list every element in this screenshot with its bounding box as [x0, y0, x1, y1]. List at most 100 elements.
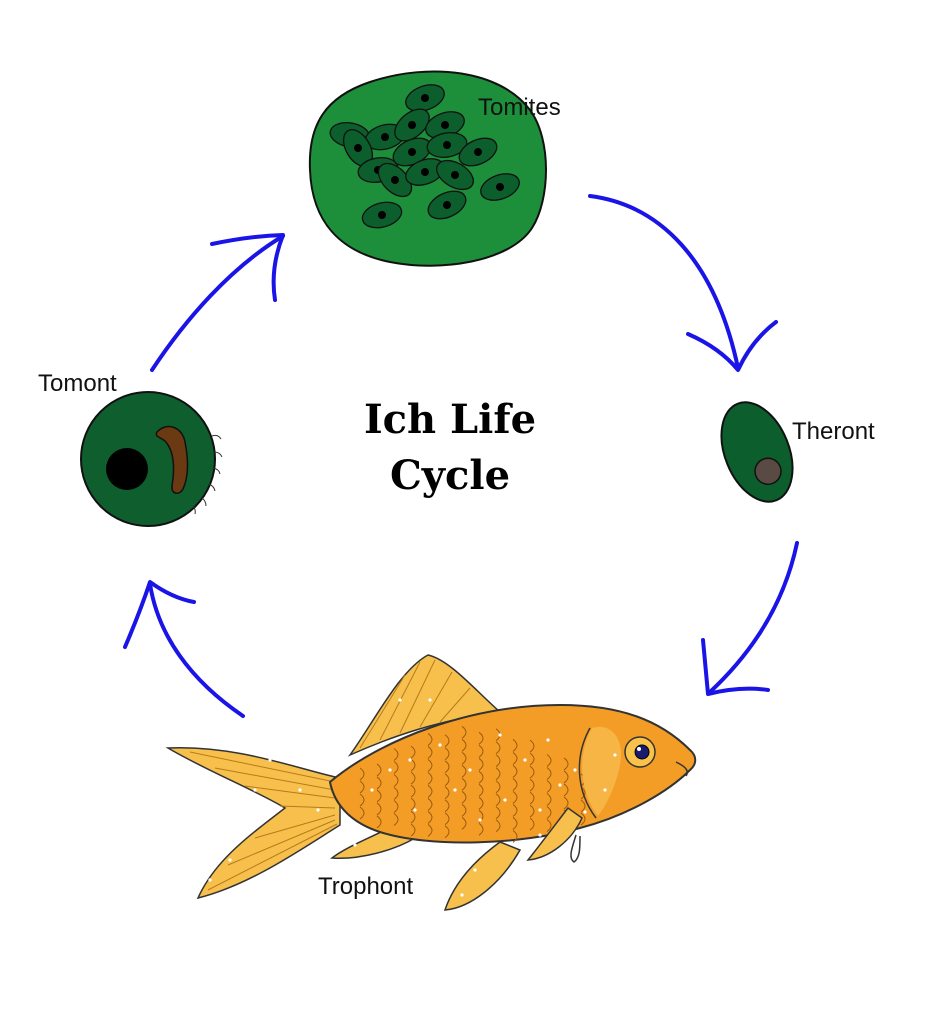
- fish-scale: [529, 765, 535, 779]
- ich-spot: [460, 893, 464, 897]
- fish-scale: [512, 830, 518, 843]
- fish-scale: [478, 783, 484, 797]
- fish-dorsal-fin: [347, 654, 502, 757]
- fish-scale: [410, 771, 416, 785]
- ich-spot: [573, 768, 577, 772]
- fish-scale: [512, 752, 518, 765]
- fish-scale: [495, 741, 501, 755]
- ich-spot: [538, 808, 542, 812]
- fish-scale: [376, 802, 382, 816]
- fish-scale: [546, 806, 552, 819]
- fish-scale: [512, 817, 518, 830]
- fish-scale: [427, 733, 433, 746]
- ich-spot: [583, 810, 587, 814]
- theront-label: Theront: [792, 418, 875, 445]
- fish-scale: [410, 797, 416, 811]
- arrowhead-tomites-to-theront: [686, 320, 778, 372]
- fish-scale: [410, 823, 416, 837]
- ich-spot: [268, 758, 272, 762]
- fish-scale: [427, 746, 433, 759]
- fish-scale: [563, 770, 569, 784]
- ich-spot: [413, 808, 417, 812]
- fish-scale: [461, 725, 467, 739]
- ich-spot: [613, 753, 617, 757]
- arrow-tomont-to-tomites: [150, 234, 285, 372]
- fish-scale: [461, 777, 467, 791]
- fish-scale: [444, 773, 450, 787]
- fish-scale: [478, 731, 484, 745]
- arrowhead-tomont-to-tomites: [210, 233, 285, 302]
- ich-spot: [503, 798, 507, 802]
- fish-pelvic-fin: [443, 841, 522, 911]
- ich-spot: [316, 808, 320, 812]
- fish-scale: [427, 772, 433, 785]
- fish-scale: [529, 791, 535, 805]
- fish-scale: [393, 787, 399, 800]
- ich-spot: [228, 858, 232, 862]
- fish-scale: [393, 748, 399, 761]
- ich-spot: [478, 818, 482, 822]
- fish-scale: [478, 757, 484, 771]
- diagram-title: Ich Life Cycle: [300, 392, 600, 504]
- fish-scale: [393, 761, 399, 774]
- fish-gill-shade: [582, 726, 622, 816]
- tomite-cell: [342, 129, 374, 167]
- fish-barbel: [570, 834, 581, 863]
- fish-scale: [461, 751, 467, 765]
- tomite-cell: [405, 84, 445, 112]
- theront-cell: [720, 401, 794, 503]
- fish-scale: [359, 767, 365, 781]
- fish-scale: [444, 760, 450, 774]
- ich-spot: [370, 788, 374, 792]
- ich-spot: [388, 768, 392, 772]
- fish-scale: [427, 785, 433, 798]
- tomite-cell: [480, 173, 520, 201]
- fish-scale: [529, 778, 535, 792]
- tomont-body: [80, 391, 216, 527]
- tomites-label: Tomites: [478, 94, 561, 121]
- fish-scale: [376, 763, 382, 777]
- title-line-1: Ich Life: [363, 396, 537, 443]
- goldfish-trophont: [165, 654, 697, 911]
- fish-scale: [427, 824, 433, 837]
- tomite-cell: [426, 132, 468, 158]
- ich-spot: [428, 698, 432, 702]
- fish-scale: [529, 739, 535, 753]
- fish-scale: [461, 803, 467, 817]
- fish-scale: [393, 800, 399, 813]
- trophont-label: Trophont: [318, 873, 414, 900]
- fish-pectoral-fin: [526, 806, 583, 861]
- fish-scale: [546, 819, 552, 832]
- tomite-cell: [394, 108, 430, 142]
- fish-scale: [376, 776, 382, 790]
- fish-scale: [410, 745, 416, 759]
- fish-scale: [461, 738, 467, 752]
- fish-scale: [444, 825, 450, 839]
- cycle-arrows: [123, 194, 799, 718]
- fish-scale: [478, 796, 484, 810]
- arrowhead-trophont-to-tomont: [123, 580, 196, 649]
- fish-scale: [478, 744, 484, 758]
- ich-spot: [298, 788, 302, 792]
- fish-scale: [444, 747, 450, 761]
- ich-spot: [498, 733, 502, 737]
- ich-spot: [558, 783, 562, 787]
- fish-scale: [393, 813, 399, 826]
- fish-scale: [580, 812, 586, 826]
- fish-mouth: [675, 761, 688, 777]
- fish-scale: [461, 764, 467, 778]
- fish-scale: [359, 793, 365, 807]
- theront-nucleus: [754, 457, 782, 486]
- ich-spot: [353, 843, 357, 847]
- fish-scale: [478, 822, 484, 836]
- fish-scale: [478, 770, 484, 784]
- fish-gill-cover: [578, 727, 597, 819]
- tomite-cell: [458, 137, 498, 167]
- fish-scale: [512, 765, 518, 778]
- arrow-theront-to-trophont: [708, 541, 799, 694]
- tomite-cell: [427, 190, 467, 220]
- fish-scale: [512, 804, 518, 817]
- tomont-cilia: [192, 434, 223, 515]
- fish-scale: [529, 804, 535, 818]
